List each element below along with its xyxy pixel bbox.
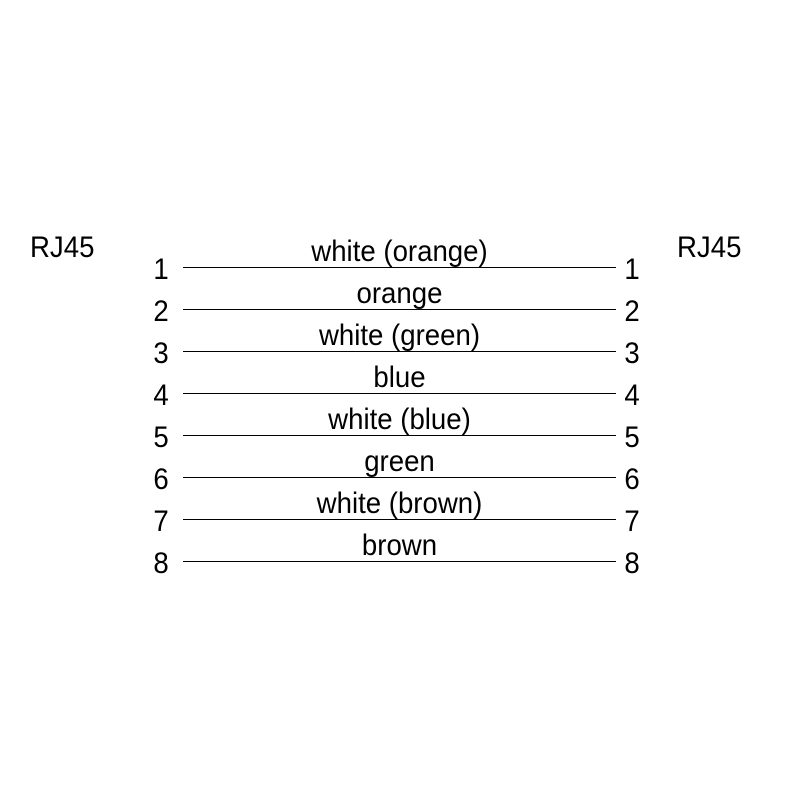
pin-number-left: 7 — [153, 505, 169, 538]
pin-number-left: 8 — [153, 547, 169, 580]
wire-row: 5 white (blue) 5 — [0, 394, 800, 454]
pin-number-left: 1 — [153, 253, 169, 286]
wire-row: 7 white (brown) 7 — [0, 478, 800, 538]
wire-row: 8 brown 8 — [0, 520, 800, 580]
connector-label-left: RJ45 — [30, 231, 95, 264]
wire-label: brown — [361, 529, 438, 562]
wire-label: blue — [373, 361, 426, 394]
connector-label-right: RJ45 — [677, 231, 742, 264]
wire-line — [183, 477, 616, 478]
pin-number-left: 3 — [153, 337, 169, 370]
wire-label: green — [364, 445, 435, 478]
pin-number-left: 4 — [153, 379, 169, 412]
wire-line — [183, 351, 616, 352]
pin-number-right: 8 — [624, 547, 640, 580]
wire-line — [183, 267, 616, 268]
wire-row: 2 orange 2 — [0, 268, 800, 328]
wire-line — [183, 435, 616, 436]
wire-line — [183, 561, 616, 562]
wire-line — [183, 393, 616, 394]
wire-row: 3 white (green) 3 — [0, 310, 800, 370]
pin-number-right: 1 — [624, 253, 640, 286]
wire-row: 4 blue 4 — [0, 352, 800, 412]
pin-number-right: 7 — [624, 505, 640, 538]
wire-row: 1 white (orange) 1 — [0, 226, 800, 286]
pin-number-left: 6 — [153, 463, 169, 496]
pin-number-right: 5 — [624, 421, 640, 454]
wire-label: white (orange) — [311, 235, 488, 268]
pin-number-right: 6 — [624, 463, 640, 496]
wire-row: 6 green 6 — [0, 436, 800, 496]
wire-line — [183, 519, 616, 520]
pin-number-right: 4 — [624, 379, 640, 412]
pin-number-right: 3 — [624, 337, 640, 370]
wire-label: white (blue) — [328, 403, 471, 436]
pin-number-right: 2 — [624, 295, 640, 328]
wire-label: white (green) — [318, 319, 481, 352]
pin-number-left: 5 — [153, 421, 169, 454]
wire-label: white (brown) — [316, 487, 483, 520]
wire-label: orange — [356, 277, 443, 310]
pin-number-left: 2 — [153, 295, 169, 328]
wire-line — [183, 309, 616, 310]
